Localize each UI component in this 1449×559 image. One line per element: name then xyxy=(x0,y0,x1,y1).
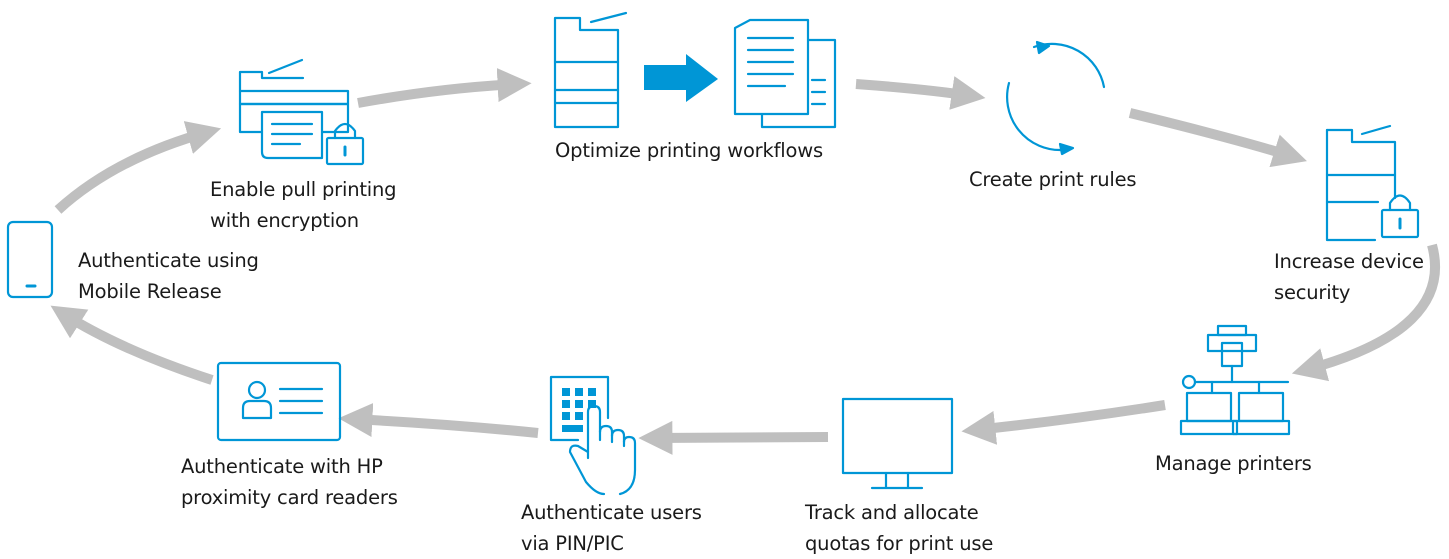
forward-arrow-icon xyxy=(644,54,718,102)
monitor-icon xyxy=(841,397,954,490)
pull-print-encryption-icon xyxy=(238,58,365,166)
step-label-manage: Manage printers xyxy=(1155,452,1312,475)
id-card-icon xyxy=(216,361,342,442)
mobile-device-icon xyxy=(6,220,54,299)
arrow-pull-to-workflow xyxy=(357,68,532,108)
arrow-pin-to-card xyxy=(338,403,539,438)
printer-lock-icon xyxy=(1325,124,1420,242)
workflow-optimize-icon xyxy=(553,11,837,129)
arrow-mobile-to-pull xyxy=(54,121,222,214)
step-label-rules: Create print rules xyxy=(969,168,1137,191)
arrow-card-to-mobile xyxy=(50,305,214,385)
step-label-workflow: Optimize printing workflows xyxy=(555,139,823,162)
cycle-icon xyxy=(1006,40,1106,156)
arrow-security-to-manage xyxy=(1291,243,1441,382)
arrow-workflow-to-rules xyxy=(855,76,986,110)
arrow-track-to-pin xyxy=(638,420,829,455)
printer-network-icon xyxy=(1179,324,1291,436)
arrow-manage-to-track xyxy=(961,400,1166,445)
arrow-rules-to-security xyxy=(1128,108,1307,168)
keypad-finger-icon xyxy=(549,375,637,496)
